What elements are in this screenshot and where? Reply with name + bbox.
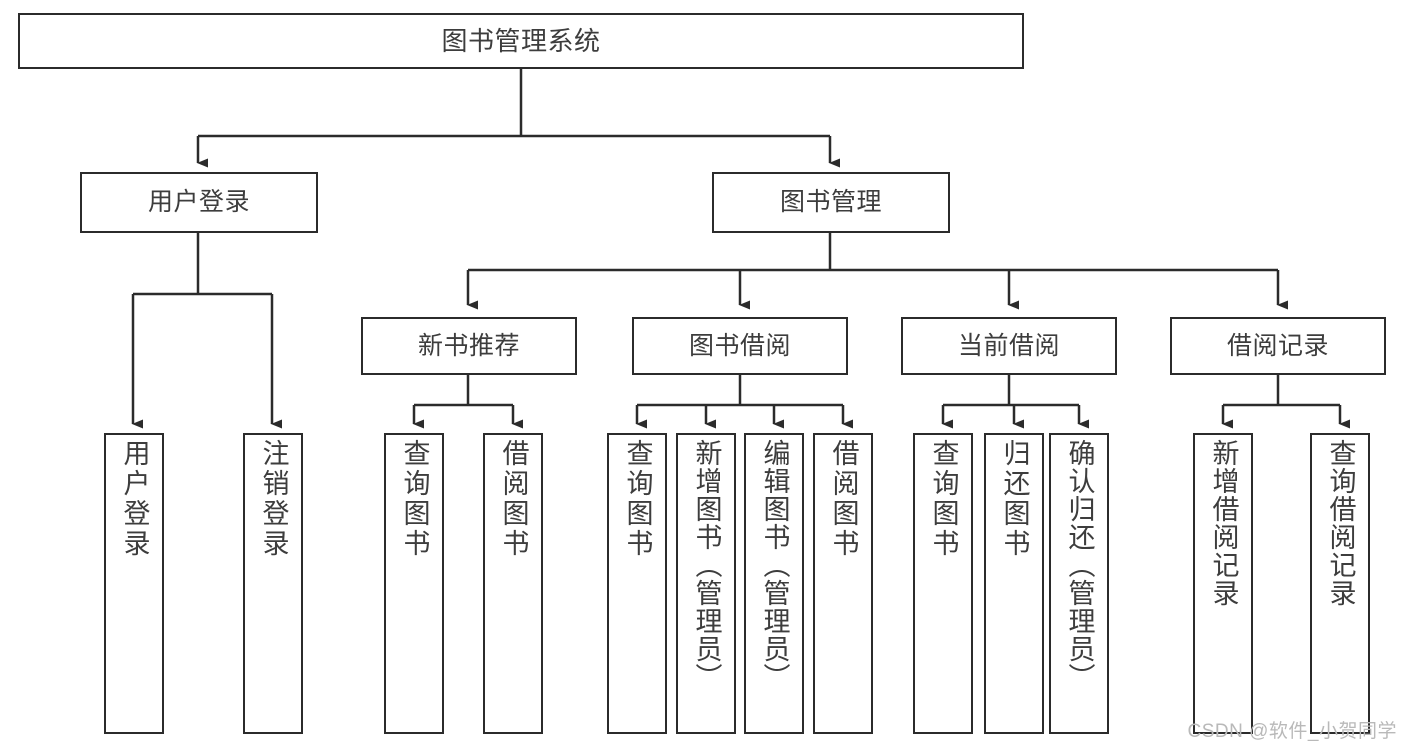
node-new-book-recommend[interactable]: 新书推荐 (361, 317, 577, 375)
leaf-borrow-edit-book-admin[interactable]: 编辑图书（管理员） (744, 433, 804, 734)
node-user-login[interactable]: 用户登录 (80, 172, 318, 233)
node-label: 用户登录 (119, 439, 150, 559)
node-label: 图书借阅 (688, 331, 791, 360)
node-book-borrow[interactable]: 图书借阅 (632, 317, 848, 375)
node-label: 编辑图书（管理员） (759, 439, 790, 691)
node-label: 图书管理系统 (441, 25, 601, 56)
leaf-borrow-borrow-book[interactable]: 借阅图书 (813, 433, 873, 734)
leaf-newbook-borrow-book[interactable]: 借阅图书 (483, 433, 543, 734)
node-book-management[interactable]: 图书管理 (712, 172, 950, 233)
leaf-current-confirm-return-admin[interactable]: 确认归还（管理员） (1049, 433, 1109, 734)
csdn-watermark: CSDN @软件_小贺同学 (1187, 721, 1397, 742)
leaf-records-query-record[interactable]: 查询借阅记录 (1310, 433, 1370, 734)
leaf-user-login[interactable]: 用户登录 (104, 433, 164, 734)
node-borrow-records[interactable]: 借阅记录 (1170, 317, 1386, 375)
node-label: 图书管理 (779, 188, 882, 216)
leaf-current-query-book[interactable]: 查询图书 (913, 433, 973, 734)
node-label: 新书推荐 (417, 331, 520, 360)
node-label: 查询图书 (928, 439, 959, 559)
leaf-borrow-add-book-admin[interactable]: 新增图书（管理员） (676, 433, 736, 734)
node-label: 新增图书（管理员） (691, 439, 722, 691)
leaf-current-return-book[interactable]: 归还图书 (984, 433, 1044, 734)
node-label: 新增借阅记录 (1208, 439, 1239, 607)
node-label: 借阅图书 (498, 439, 529, 559)
node-label: 确认归还（管理员） (1064, 439, 1095, 691)
node-label: 查询借阅记录 (1325, 439, 1356, 607)
node-label: 用户登录 (147, 188, 250, 216)
leaf-logout[interactable]: 注销登录 (243, 433, 303, 734)
node-label: 注销登录 (258, 439, 289, 559)
node-current-borrow[interactable]: 当前借阅 (901, 317, 1117, 375)
node-label: 归还图书 (999, 439, 1030, 559)
node-label: 当前借阅 (957, 331, 1060, 360)
node-label: 查询图书 (399, 439, 430, 559)
leaf-borrow-query-book[interactable]: 查询图书 (607, 433, 667, 734)
leaf-newbook-query-book[interactable]: 查询图书 (384, 433, 444, 734)
node-label: 借阅图书 (828, 439, 859, 559)
leaf-records-add-record[interactable]: 新增借阅记录 (1193, 433, 1253, 734)
node-label: 查询图书 (622, 439, 653, 559)
node-root-system[interactable]: 图书管理系统 (18, 13, 1024, 69)
node-label: 借阅记录 (1226, 331, 1329, 360)
